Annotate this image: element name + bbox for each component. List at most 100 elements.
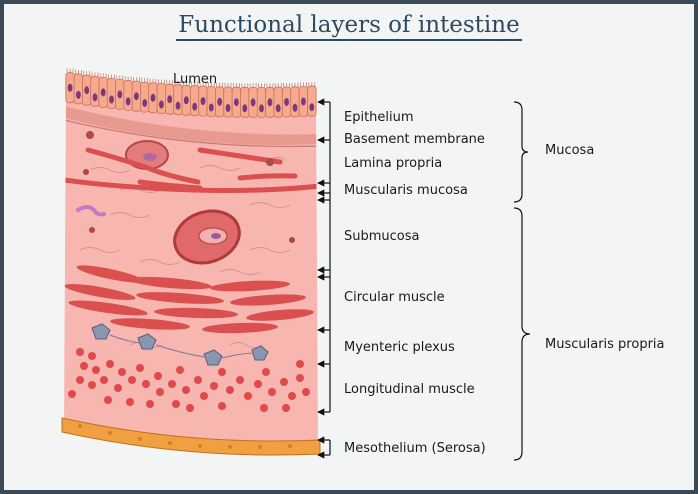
- microvilli: [291, 82, 299, 87]
- tissue-body: [64, 92, 318, 451]
- longitudinal-muscle-cells: [68, 348, 310, 412]
- microvilli: [199, 82, 207, 87]
- epithelial-cell: [173, 84, 183, 116]
- mucosa-brace: [513, 101, 529, 203]
- microvilli: [233, 83, 240, 88]
- lumen-label: Lumen: [173, 72, 218, 87]
- epithelial-nucleus: [217, 97, 223, 106]
- connective-fibres: [79, 157, 291, 348]
- circular-muscle-fibres: [64, 265, 314, 334]
- epithelial-cell: [256, 87, 267, 118]
- microvilli: [308, 82, 316, 87]
- epithelial-cell: [106, 78, 117, 109]
- epithelial-cell: [73, 73, 84, 105]
- mesothelium-label: Mesothelium (Serosa): [344, 441, 486, 456]
- epithelial-cell: [240, 86, 250, 118]
- epithelial-cell: [206, 86, 217, 117]
- epithelial-cells: [65, 68, 317, 118]
- epithelial-nucleus: [250, 98, 256, 107]
- epithelial-nucleus: [225, 104, 231, 112]
- microvilli: [283, 83, 290, 88]
- circular-muscle-label: Circular muscle: [344, 290, 445, 305]
- epithelial-cell: [139, 81, 150, 113]
- epithelial-nucleus: [125, 97, 131, 106]
- microvilli: [241, 83, 249, 88]
- epithelial-cell: [90, 75, 100, 107]
- microvilli: [108, 74, 115, 79]
- epithelial-cell: [123, 80, 133, 111]
- microvilli: [141, 78, 149, 83]
- epithelial-cell: [290, 86, 300, 118]
- epithelial-nucleus: [200, 97, 206, 106]
- submucosa-label: Submucosa: [344, 229, 420, 244]
- epithelial-nucleus: [192, 102, 198, 111]
- muscularis-mucosa-label: Muscularis mucosa: [344, 183, 468, 198]
- epithelial-nucleus: [150, 93, 156, 102]
- epithelial-nucleus: [234, 98, 239, 107]
- lamina-propria-label: Lamina propria: [344, 156, 443, 171]
- microvilli: [75, 69, 82, 74]
- microvilli: [83, 71, 91, 76]
- layer-pointer-arrows: [317, 98, 330, 459]
- epithelial-nucleus: [183, 96, 189, 105]
- epithelial-nucleus: [142, 99, 148, 108]
- epithelium-label: Epithelium: [344, 110, 414, 125]
- epithelial-nucleus: [159, 100, 164, 109]
- microvilli: [182, 81, 190, 86]
- muscularis-propria-group-label: Muscularis propria: [545, 337, 665, 352]
- epithelial-nucleus: [92, 93, 98, 102]
- epithelial-nucleus: [117, 90, 123, 99]
- microvilli: [191, 81, 199, 86]
- microvilli: [124, 76, 132, 81]
- microvilli: [66, 68, 74, 73]
- microvilli: [300, 82, 307, 87]
- longitudinal-muscle-label: Longitudinal muscle: [344, 382, 475, 397]
- epithelial-nucleus: [242, 104, 248, 113]
- microvilli: [91, 72, 99, 77]
- microvilli: [249, 83, 257, 88]
- basement-membrane-band: [64, 106, 318, 145]
- epithelial-nucleus: [259, 104, 264, 113]
- epithelial-nucleus: [175, 101, 181, 110]
- epithelial-nucleus: [167, 95, 173, 104]
- epithelial-nucleus: [284, 98, 289, 106]
- microvilli: [216, 82, 224, 87]
- mucosa-group-label: Mucosa: [545, 143, 595, 158]
- basement-membrane-label: Basement membrane: [344, 132, 485, 147]
- epithelial-cell: [156, 83, 167, 114]
- epithelial-cell: [307, 85, 317, 117]
- epithelial-nucleus: [208, 103, 214, 112]
- epithelial-nucleus: [100, 88, 106, 97]
- muscularis-propria-brace: [513, 207, 531, 461]
- epithelial-cell: [223, 86, 233, 118]
- microvilli: [258, 83, 265, 88]
- microvilli: [116, 75, 124, 80]
- microvilli: [274, 83, 282, 88]
- epithelial-nucleus: [301, 97, 306, 106]
- microvilli: [99, 73, 107, 78]
- epithelial-nucleus: [267, 98, 273, 107]
- microvilli: [133, 77, 140, 82]
- epithelial-nucleus: [109, 95, 114, 104]
- muscularis-mucosa-fibres: [64, 177, 318, 193]
- epithelial-nucleus: [292, 103, 298, 112]
- epithelial-cell: [273, 86, 283, 118]
- myenteric-plexus-cells: [91, 323, 269, 366]
- epithelial-nucleus: [275, 104, 281, 113]
- microvilli: [166, 80, 174, 85]
- microvilli: [174, 80, 182, 85]
- epithelial-nucleus: [309, 103, 315, 112]
- microvilli: [266, 83, 274, 88]
- epithelial-nucleus: [67, 83, 73, 92]
- epithelial-nucleus: [76, 90, 81, 99]
- epithelial-nucleus: [84, 86, 90, 95]
- myenteric-plexus-label: Myenteric plexus: [344, 340, 455, 355]
- microvilli: [224, 83, 232, 88]
- diagram-title: Functional layers of intestine: [0, 12, 698, 41]
- epithelial-cell: [189, 85, 200, 117]
- microvilli: [207, 82, 215, 87]
- epithelial-nucleus: [134, 92, 139, 101]
- microvilli: [158, 79, 165, 84]
- microvilli: [149, 78, 157, 83]
